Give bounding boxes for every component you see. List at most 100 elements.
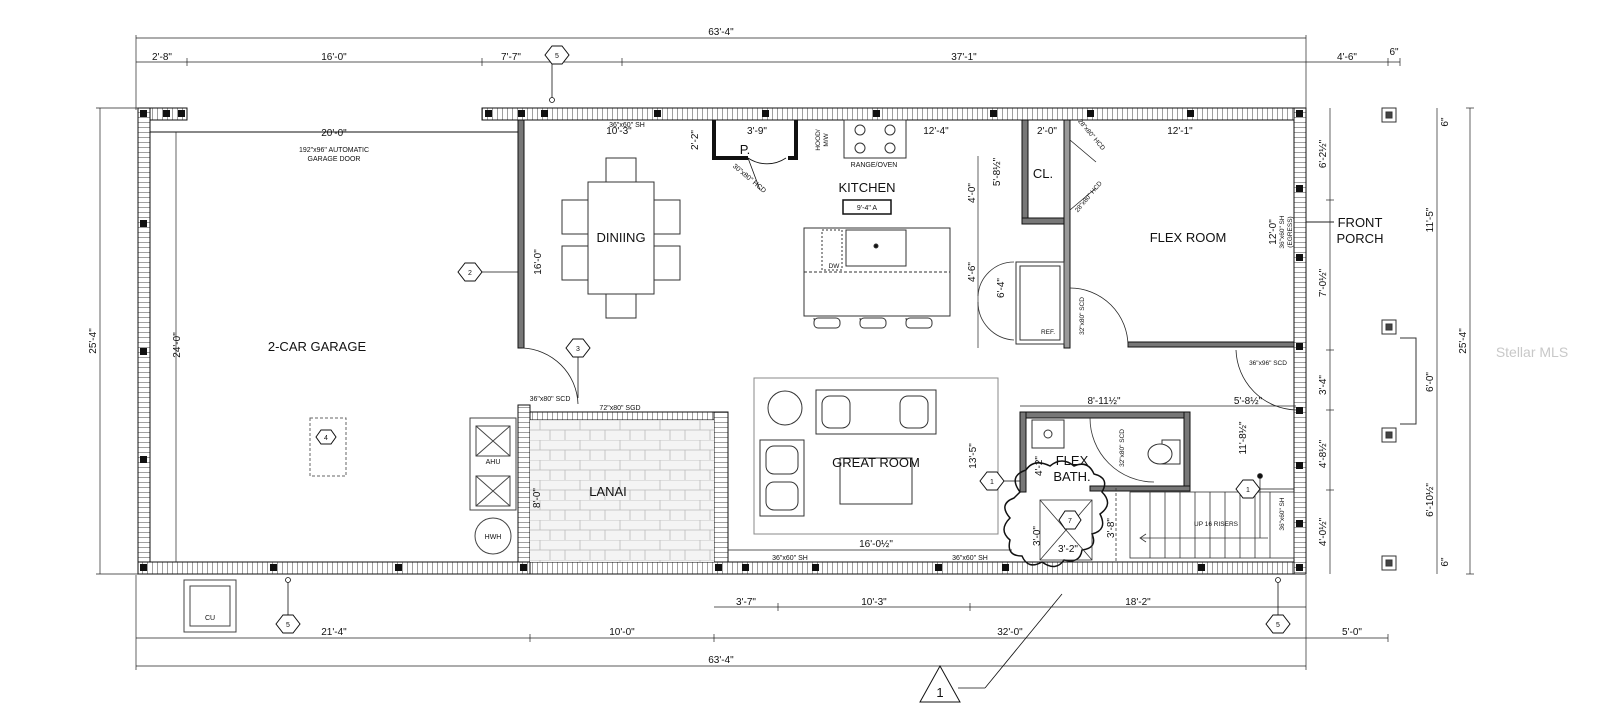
section-leader (984, 593, 1063, 689)
stair-window-note: 36"x60" SH (1279, 497, 1286, 530)
callout-5-left: 5 (286, 622, 290, 629)
callout-5-top: 5 (555, 53, 559, 60)
bottom-inner-dim-2: 10'-3" (861, 597, 887, 608)
right-dim-3: 3'-4" (1318, 375, 1329, 395)
ref-label: REF. (1041, 329, 1055, 336)
flex-bath-fixtures (1031, 417, 1181, 483)
garage-depth-dim: 24'-0" (172, 332, 183, 358)
right-dim-2: 7'-0½" (1318, 268, 1329, 297)
callout-7: 7 (1068, 518, 1072, 525)
porch-dim-1: 6" (1440, 117, 1451, 127)
front-porch-label-1: FRONT (1338, 215, 1383, 230)
sgd-note: 72"x80" SGD (599, 405, 640, 412)
callout-1-bath: 1 (990, 479, 994, 486)
callout-2: 2 (468, 270, 472, 277)
hood-label-1: HOOD/ (815, 129, 822, 151)
garage-entry-note: 36"x80" SCD (530, 396, 571, 403)
callout-3: 3 (576, 346, 580, 353)
utility-area (183, 417, 517, 633)
wall-posts (140, 110, 1303, 571)
garage-entry-door (521, 347, 579, 405)
flex-bath-label-2: BATH. (1053, 469, 1090, 484)
stair-landing (1039, 488, 1117, 562)
pantry-width-dim: 3'-9" (747, 126, 767, 137)
fridge-nook-dim: 6'-4" (996, 278, 1007, 298)
great-room-label: GREAT ROOM (832, 455, 920, 470)
dimension-lines (96, 35, 1474, 670)
window-bottom-note-1: 36"x60" SH (772, 555, 808, 562)
section-number: 1 (936, 685, 943, 700)
bath-width-dim: 8'-11½" (1087, 396, 1121, 407)
great-width-dim: 16'-0½" (859, 539, 893, 550)
top-dimensions: 63'-4" 2'-8" 16'-0" 7'-7" 37'-1" 4'-6" 6… (152, 27, 1399, 63)
top-dim-3: 7'-7" (501, 52, 521, 63)
fridge-nook (977, 261, 1065, 345)
egress-note-2: (EGRESS) (1287, 216, 1294, 247)
dining-table (561, 157, 681, 319)
garage: 20'-0" 192"x96" AUTOMATIC GARAGE DOOR 24… (172, 128, 369, 477)
great-depth-dim: 13'-5" (968, 443, 979, 469)
great-room-furniture (753, 377, 999, 535)
flex-room-label: FLEX ROOM (1150, 230, 1227, 245)
lanai-label: LANAI (589, 484, 627, 499)
bottom-inner-dim-3: 18'-2" (1125, 597, 1151, 608)
overall-left-dim: 25'-4" (88, 328, 99, 354)
bottom-inner-dim-1: 3'-7" (736, 597, 756, 608)
bottom-outer-dim-1: 21'-4" (321, 627, 347, 638)
porch-dim-2: 11'-5" (1425, 207, 1436, 232)
stairs-label: UP 16 RISERS (1194, 521, 1239, 528)
entry-door-note: 36"x96" SCD (1249, 360, 1287, 367)
top-dim-1: 2'-8" (152, 52, 172, 63)
exterior-walls (137, 107, 1307, 575)
island-tag: 9'-4" A (857, 205, 877, 212)
range-label: RANGE/OVEN (851, 162, 898, 169)
garage-width-dim: 20'-0" (321, 128, 347, 139)
bath-depth-dim: 11'-8½" (1238, 421, 1249, 455)
kitchen-island (803, 227, 951, 329)
pantry-depth-dim: 2'-2" (690, 130, 701, 150)
kitchen-label: KITCHEN (838, 180, 895, 195)
garage-equipment-marker (309, 417, 347, 477)
top-dim-5: 4'-6" (1337, 52, 1357, 63)
top-dim-4: 37'-1" (951, 52, 977, 63)
front-porch-columns (1381, 107, 1417, 571)
bath-closet-dim: 4'-2" (1034, 456, 1045, 476)
pantry (712, 120, 798, 191)
window-bottom-note-2: 36"x60" SH (952, 555, 988, 562)
garage-door-note-1: 192"x96" AUTOMATIC (299, 147, 369, 154)
porch-dim-5: 6" (1440, 557, 1451, 567)
dining-depth-dim: 16'-0" (533, 249, 544, 275)
window-top-note: 36"x60" SH (609, 122, 645, 129)
flex-depth-dim: 12'-0" (1268, 219, 1279, 245)
stairs (1129, 473, 1295, 559)
interior-walls (517, 119, 1295, 563)
porch-dim-3: 6'-0" (1425, 372, 1436, 392)
front-porch-label-2: PORCH (1337, 231, 1384, 246)
dining-label: DINIING (596, 230, 645, 245)
pantry-label: P. (740, 142, 751, 157)
bottom-outer-dim-2: 10'-0" (609, 627, 635, 638)
top-dim-2: 16'-0" (321, 52, 347, 63)
kitchen-dim-c: 4'-6" (967, 262, 978, 282)
closet-door-note-2: 28"x80" HCD (1074, 180, 1104, 214)
callout-4: 4 (324, 435, 328, 442)
lanai: LANAI 8'-0" 72"x80" SGD 36"x80" SCD (530, 396, 714, 562)
range (843, 119, 907, 159)
porch-dim-4: 6'-10½" (1425, 483, 1436, 517)
lanai-depth-dim: 8'-0" (532, 488, 543, 508)
right-dim-1: 6'-2½" (1318, 139, 1329, 168)
right-dim-4: 4'-8½" (1318, 439, 1329, 468)
bottom-outer-dim-4: 5'-0" (1342, 627, 1362, 638)
entry-door-swing (1235, 349, 1297, 411)
stair-dim-b: 3'-2" (1058, 544, 1078, 555)
bath-door-note: 32"x80" SCD (1119, 429, 1126, 467)
overall-bottom-dim: 63'-4" (708, 655, 734, 666)
kitchen-dim-b: 4'-0" (967, 183, 978, 203)
cu-label: CU (205, 615, 215, 622)
hood-label-2: M/W (823, 132, 830, 146)
stair-dim-c: 3'-8" (1106, 518, 1117, 538)
hall-width-dim: 5'-8½" (1234, 396, 1263, 407)
section-triangle (919, 664, 961, 703)
dishwasher-label: DW (829, 263, 841, 270)
right-dim-5: 4'-0½" (1318, 517, 1329, 546)
